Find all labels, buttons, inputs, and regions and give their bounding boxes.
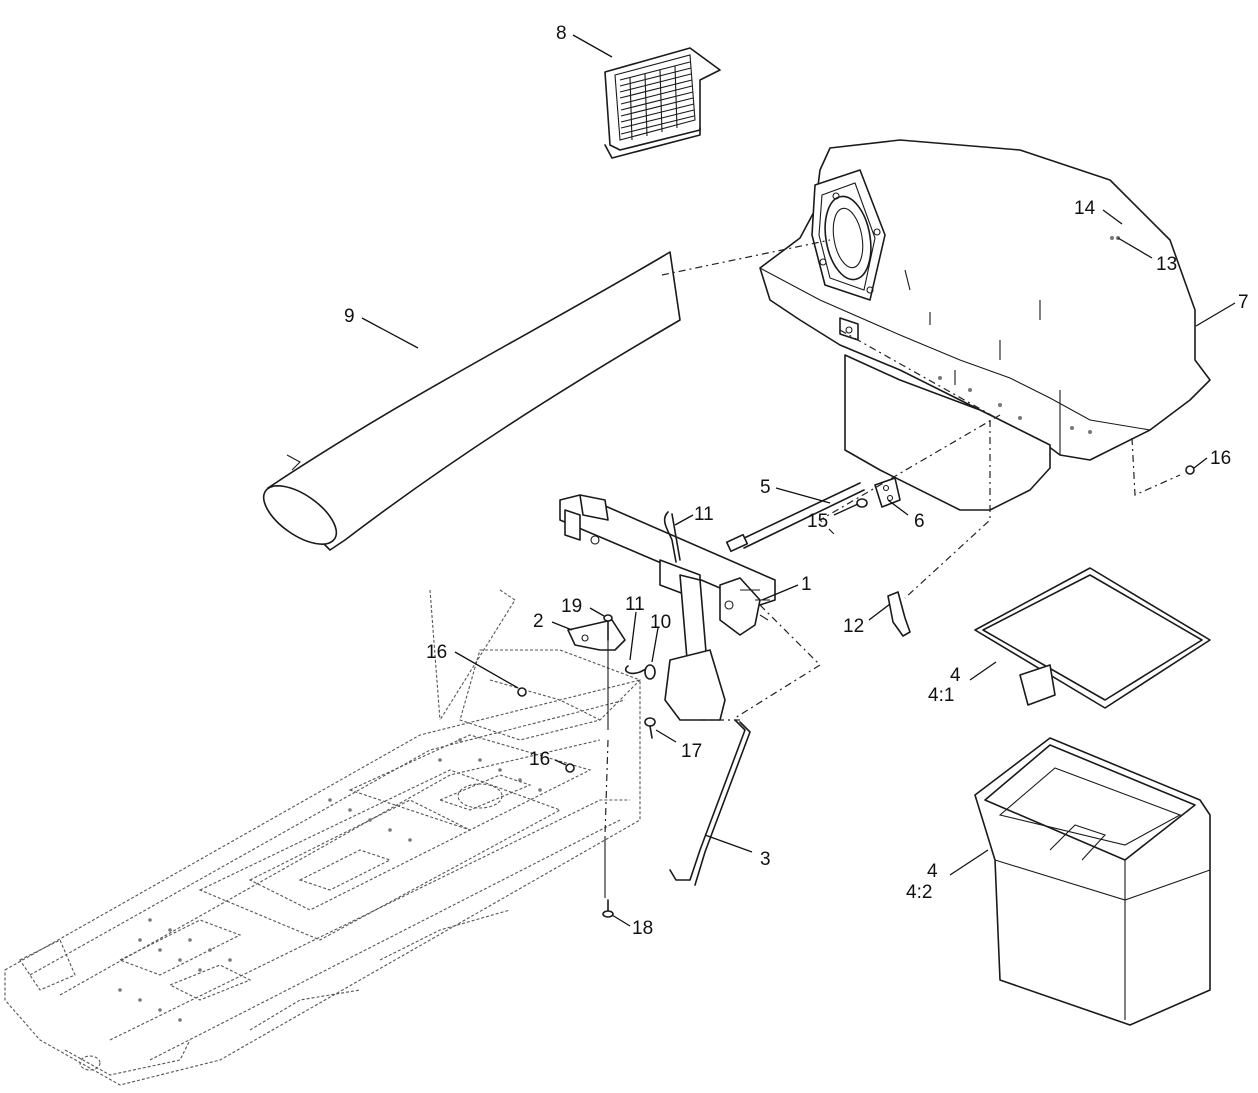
callout-4-1: 4:1: [928, 685, 954, 706]
callout-13: 13: [1156, 254, 1177, 275]
callout-6: 6: [914, 511, 925, 532]
part-4-1-bag-frame: [974, 567, 1211, 709]
callout-5: 5: [760, 477, 771, 498]
part-2-bracket: [567, 619, 626, 651]
part-16-nut-frame-lower: [565, 763, 575, 773]
callout-4-upper: 4: [950, 665, 961, 686]
callout-16-frame-upper: 16: [426, 642, 447, 663]
part-18-bolt: [602, 836, 614, 918]
part-5-rod: [725, 482, 865, 553]
frame-holes: [118, 738, 542, 1022]
part-7-hood: [759, 139, 1211, 511]
part-15-pin: [856, 498, 868, 508]
callout-labels: 8 14 13 7 9 16 5 11 15 6 1 19 11 2 10 12…: [344, 23, 1249, 939]
part-10-washer: [644, 664, 656, 680]
callout-2: 2: [533, 611, 544, 632]
part-9-tube: [262, 251, 681, 551]
callout-9: 9: [344, 306, 355, 327]
callout-11-lower: 11: [625, 594, 645, 615]
callout-18: 18: [632, 918, 653, 939]
part-19-bolt: [603, 614, 613, 730]
callout-12: 12: [843, 616, 864, 637]
callout-8: 8: [556, 23, 567, 44]
part-8-screen: [604, 47, 721, 159]
part-11-clip-upper: [663, 511, 681, 563]
part-16-nut-frame-upper: [517, 687, 527, 697]
callout-19: 19: [561, 596, 582, 617]
part-6-bracket: [874, 477, 901, 508]
callout-1: 1: [801, 574, 812, 595]
callout-10: 10: [650, 612, 671, 633]
part-17-bolt: [644, 717, 656, 739]
callout-4-2: 4:2: [906, 882, 932, 903]
part-3-rod: [669, 719, 751, 886]
mower-frame: [4, 589, 641, 1086]
part-12-latch: [887, 591, 911, 637]
leader-lines: [361, 34, 1236, 927]
callout-16-right: 16: [1210, 448, 1231, 469]
part-11-clip-lower: [624, 665, 649, 675]
callout-17: 17: [681, 741, 702, 762]
assembly-lines: [604, 239, 1181, 836]
callout-16-frame-lower: 16: [529, 749, 550, 770]
callout-7: 7: [1238, 292, 1249, 313]
part-4-2-bag: [974, 737, 1211, 1026]
part-16-nut-right: [1185, 465, 1195, 475]
callout-15: 15: [807, 511, 828, 532]
callout-11-upper: 11: [694, 504, 714, 525]
part-1-mount: [559, 494, 776, 721]
callout-14: 14: [1074, 198, 1096, 219]
callout-3: 3: [760, 849, 771, 870]
callout-4-lower: 4: [927, 861, 938, 882]
